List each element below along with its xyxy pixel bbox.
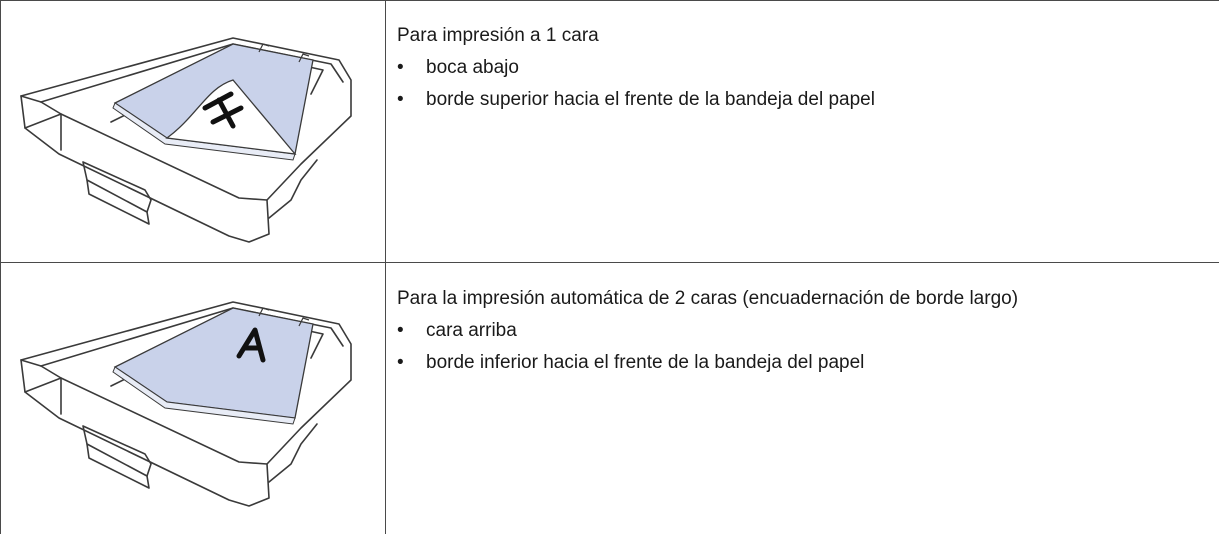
list-item-text: boca abajo — [426, 57, 519, 78]
bullet-glyph: • — [397, 57, 404, 78]
list-item: • cara arriba — [397, 318, 1018, 344]
column-divider — [385, 0, 386, 534]
list-item-text: borde superior hacia el frente de la ban… — [426, 89, 875, 110]
bullet-glyph: • — [397, 89, 404, 110]
table-top-border — [0, 0, 1219, 1]
table-left-border — [0, 0, 1, 534]
paper-tray-face-up-icon — [20, 301, 352, 507]
bullet-glyph: • — [397, 352, 404, 373]
row-2-text: Para la impresión automática de 2 caras … — [397, 286, 1018, 382]
list-item: • borde superior hacia el frente de la b… — [397, 87, 875, 113]
list-item: • boca abajo — [397, 55, 875, 81]
bullet-glyph: • — [397, 320, 404, 341]
list-item: • borde inferior hacia el frente de la b… — [397, 350, 1018, 376]
list-item-text: cara arriba — [426, 320, 517, 341]
list-item-text: borde inferior hacia el frente de la ban… — [426, 352, 865, 373]
paper-tray-face-down-icon — [20, 37, 352, 243]
row-1-title: Para impresión a 1 cara — [397, 25, 599, 46]
row-1-text: Para impresión a 1 cara • boca abajo • b… — [397, 23, 875, 119]
row-divider — [0, 262, 1219, 263]
row-2-title: Para la impresión automática de 2 caras … — [397, 288, 1019, 309]
